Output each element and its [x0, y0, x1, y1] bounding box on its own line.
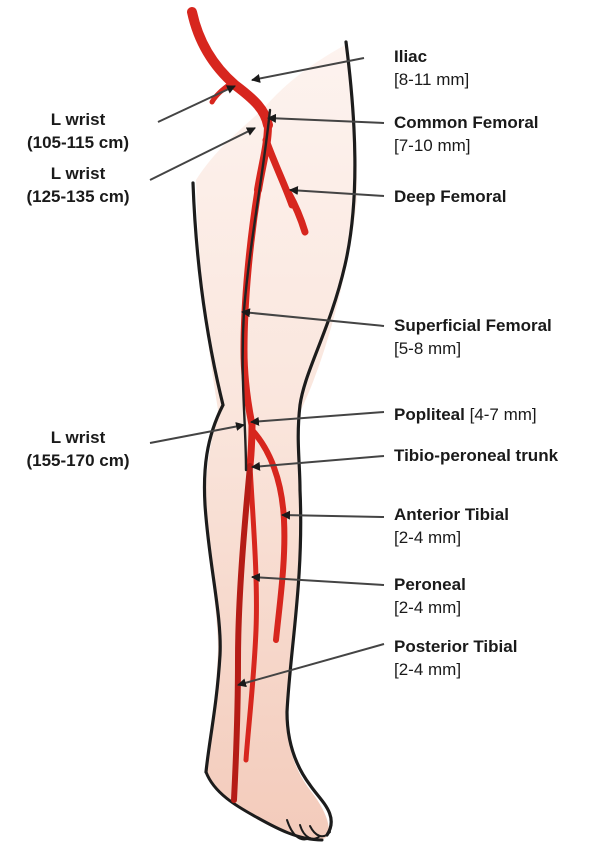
- label-wrist-3-line2: (155-170 cm): [8, 449, 148, 472]
- iliac-artery: [192, 12, 268, 125]
- label-iliac: Iliac [8-11 mm]: [394, 45, 469, 91]
- label-common-femoral-name: Common Femoral: [394, 113, 539, 132]
- label-deep-femoral-name: Deep Femoral: [394, 187, 506, 206]
- label-wrist-1-line2: (105-115 cm): [8, 131, 148, 154]
- label-wrist-3-line1: L wrist: [8, 426, 148, 449]
- label-posterior-tibial: Posterior Tibial [2-4 mm]: [394, 635, 517, 681]
- label-superficial-femoral: Superficial Femoral [5-8 mm]: [394, 314, 552, 360]
- label-wrist-3: L wrist (155-170 cm): [8, 426, 148, 472]
- label-deep-femoral: Deep Femoral: [394, 185, 506, 208]
- label-posterior-tibial-size: [2-4 mm]: [394, 660, 461, 679]
- label-iliac-name: Iliac: [394, 47, 427, 66]
- label-peroneal-name: Peroneal: [394, 575, 466, 594]
- label-anterior-tibial-name: Anterior Tibial: [394, 505, 509, 524]
- label-wrist-1-line1: L wrist: [8, 108, 148, 131]
- label-common-femoral-size: [7-10 mm]: [394, 136, 471, 155]
- label-tibio-peroneal-name: Tibio-peroneal trunk: [394, 446, 558, 465]
- label-superficial-femoral-name: Superficial Femoral: [394, 316, 552, 335]
- label-popliteal-size: [4-7 mm]: [470, 405, 537, 424]
- label-wrist-1: L wrist (105-115 cm): [8, 108, 148, 154]
- label-common-femoral: Common Femoral [7-10 mm]: [394, 111, 539, 157]
- label-wrist-2: L wrist (125-135 cm): [8, 162, 148, 208]
- label-iliac-size: [8-11 mm]: [394, 70, 469, 89]
- label-popliteal-name: Popliteal: [394, 405, 465, 424]
- leader-wrist-1: [158, 86, 235, 122]
- label-posterior-tibial-name: Posterior Tibial: [394, 637, 517, 656]
- label-anterior-tibial-size: [2-4 mm]: [394, 528, 461, 547]
- label-tibio-peroneal: Tibio-peroneal trunk: [394, 444, 558, 467]
- label-peroneal-size: [2-4 mm]: [394, 598, 461, 617]
- label-wrist-2-line2: (125-135 cm): [8, 185, 148, 208]
- label-wrist-2-line1: L wrist: [8, 162, 148, 185]
- label-popliteal: Popliteal [4-7 mm]: [394, 403, 537, 426]
- label-peroneal: Peroneal [2-4 mm]: [394, 573, 466, 619]
- label-anterior-tibial: Anterior Tibial [2-4 mm]: [394, 503, 509, 549]
- label-superficial-femoral-size: [5-8 mm]: [394, 339, 461, 358]
